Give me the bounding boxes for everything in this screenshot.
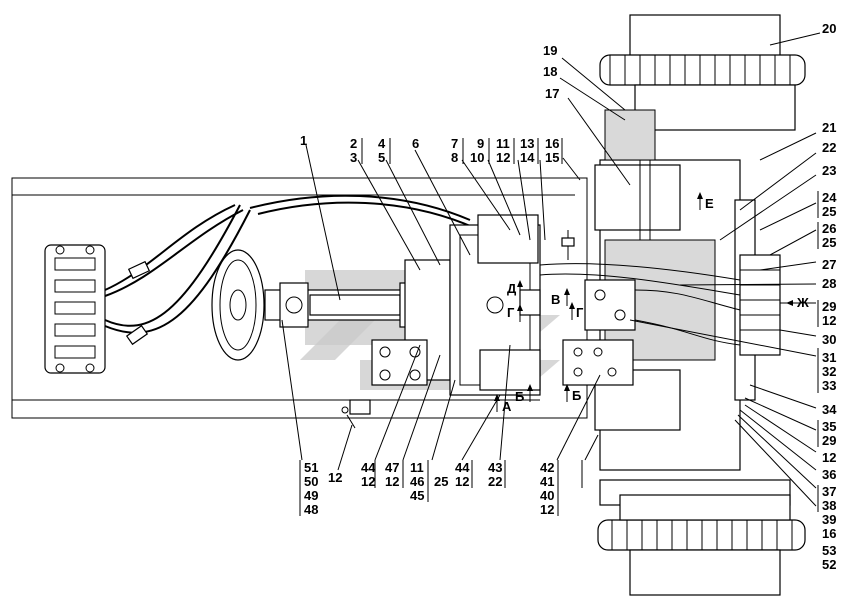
callout: 26 [822,221,836,236]
callout: 12 [822,313,836,328]
callout: 52 [822,557,836,572]
callout: 47 [385,460,399,475]
hydraulic-hoses [104,194,476,346]
callout: 11 [410,460,424,475]
callout: 38 [822,498,836,513]
callout: 10 [470,150,484,165]
callout: 31 [822,350,836,365]
engine-block [44,244,106,374]
callout: 45 [410,488,424,503]
callout: 1 [300,133,307,148]
control-valves [539,230,781,386]
callout: 27 [822,257,836,272]
callout: 34 [822,402,837,417]
callout: 12 [328,470,342,485]
callout: 33 [822,378,836,393]
callout: 2 [350,136,357,151]
callout: 6 [412,136,419,151]
callout: 12 [455,474,469,489]
callout: 22 [488,474,502,489]
top-wheel [599,14,806,161]
callout: 36 [822,467,836,482]
callout: 5 [378,150,385,165]
callout: 12 [822,450,836,465]
callout: 43 [488,460,502,475]
callout: 50 [304,474,318,489]
fitting-49 [341,399,371,429]
view-markers: Е Д Г В Г Ж Б А Б [494,192,810,414]
callout: 17 [545,86,559,101]
callout: 40 [540,488,554,503]
callout: 8 [451,150,458,165]
callout: 16 [545,136,559,151]
callout: 19 [543,43,557,58]
callout-separators [299,138,819,516]
flywheel [211,249,265,361]
view-mark: Б [572,388,581,403]
view-mark: Б [515,389,524,404]
callout: 18 [543,64,557,79]
callout: 29 [822,299,836,314]
callout: 12 [385,474,399,489]
view-mark: Е [705,196,714,211]
callout: 44 [361,460,376,475]
callout-labels: 1 2 3 4 5 6 7 8 9 10 11 12 13 14 16 15 1… [300,21,837,572]
callout: 20 [822,21,836,36]
callout: 12 [496,150,510,165]
callout: 51 [304,460,318,475]
view-mark: Г [576,305,584,320]
callout: 4 [378,136,386,151]
callout: 37 [822,484,836,499]
callout: 23 [822,163,836,178]
callout: 25 [822,204,836,219]
callout: 15 [545,150,559,165]
callout: 21 [822,120,836,135]
callout: 46 [410,474,424,489]
view-mark: Г [507,305,515,320]
callout: 53 [822,543,836,558]
view-mark: В [551,292,560,307]
callout: 12 [361,474,375,489]
callout: 3 [350,150,357,165]
callout: 24 [822,190,837,205]
callout: 32 [822,364,836,379]
callout: 16 [822,526,836,541]
callout: 9 [477,136,484,151]
callout: 25 [434,474,448,489]
callout: 13 [520,136,534,151]
drive-axle [594,120,756,471]
callout: 44 [455,460,470,475]
callout: 12 [540,502,554,517]
callout: 35 [822,419,836,434]
callout: 14 [520,150,535,165]
callout: 41 [540,474,554,489]
callout: 48 [304,502,318,517]
callout: 11 [496,136,510,151]
callout: 22 [822,140,836,155]
callout: 28 [822,276,836,291]
callout: 42 [540,460,554,475]
callout: 29 [822,433,836,448]
callout: 7 [451,136,458,151]
view-mark: Д [507,281,517,296]
callout: 49 [304,488,318,503]
callout: 30 [822,332,836,347]
view-mark: А [502,399,512,414]
callout: 25 [822,235,836,250]
bottom-wheel [597,479,806,596]
gearbox-housing [371,214,541,396]
callout: 39 [822,512,836,527]
